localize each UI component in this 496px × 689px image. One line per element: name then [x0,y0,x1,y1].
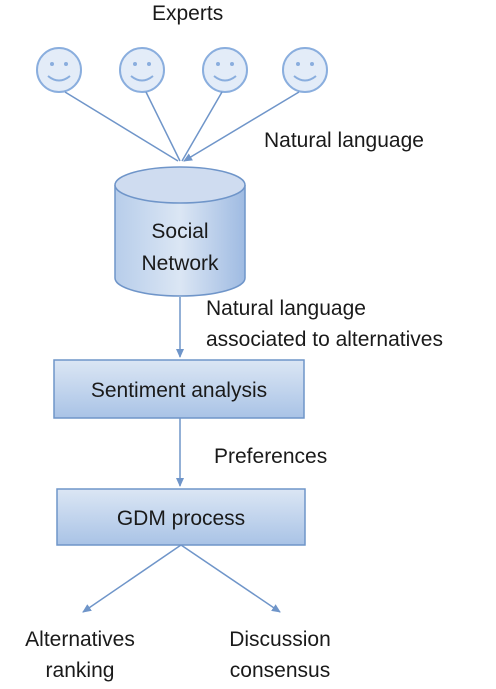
sentiment-analysis-label: Sentiment analysis [91,379,267,402]
smiley-icon [202,47,248,93]
smiley-icon [119,47,165,93]
social-network-label-1: Social [151,220,208,243]
smiley-icon [282,47,328,93]
output-discussion-line1: Discussion [229,628,331,651]
experts-title: Experts [152,2,224,25]
arrow-to-discussion [180,544,281,613]
social-network-label-2: Network [141,252,219,275]
output-alternatives-line1: Alternatives [25,628,135,651]
edge-label-natural-language: Natural language [264,129,424,152]
edge-label-associated-alternatives: associated to alternatives [206,328,443,351]
sentiment-analysis-box: Sentiment analysis [53,359,305,419]
output-alternatives-line2: ranking [45,659,115,682]
edge-label-natural-language-2: Natural language [206,297,366,320]
arrow-to-alternatives [82,544,182,613]
gdm-process-box: GDM process [56,488,306,546]
smiley-icon [36,47,82,93]
expert-connectors [64,91,300,162]
edge-label-preferences: Preferences [214,445,328,468]
social-network-cylinder: Social Network [114,166,246,297]
output-discussion-line2: consensus [229,659,331,682]
gdm-process-label: GDM process [117,507,245,530]
